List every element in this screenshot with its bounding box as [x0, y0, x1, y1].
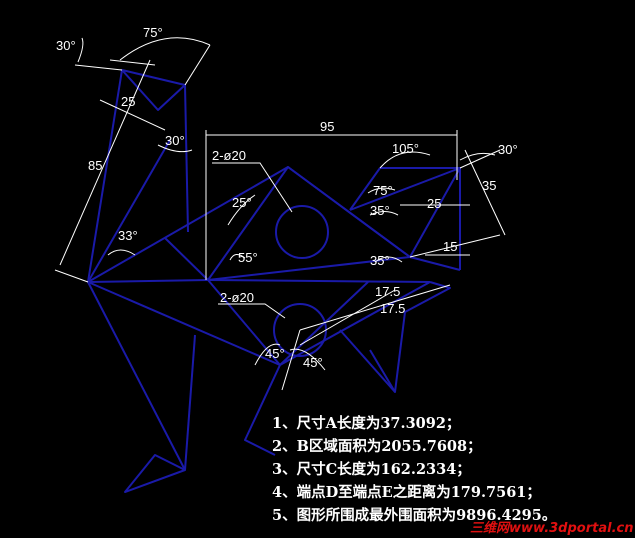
- dim-30-right: 30°: [498, 142, 518, 157]
- dim-45-mid: [281, 329, 301, 391]
- dim-75-ext: [184, 44, 211, 86]
- central-triangle: [207, 166, 411, 281]
- dim-55-arc: [229, 254, 246, 261]
- dim-dia-low: 2-ø20: [220, 290, 254, 305]
- dim-45-left: 45°: [265, 346, 285, 361]
- dim-30-right-ext: [459, 149, 501, 169]
- tail-right-2: [339, 329, 396, 393]
- dim-30-top-ext: [74, 64, 123, 71]
- dim-30-neck: 30°: [165, 133, 185, 148]
- dim-55: 55°: [238, 250, 258, 265]
- dim-35: 35: [482, 178, 496, 193]
- watermark-text: 三维网www.3dportal.cn: [470, 520, 633, 536]
- leg-right: [244, 364, 281, 456]
- dim-45-arc-right: [289, 348, 326, 371]
- dim-105: 105°: [392, 141, 419, 156]
- neck-outline: [87, 69, 189, 283]
- dim-25-inner: 25°: [232, 195, 252, 210]
- dim-dia-top-leader: [212, 162, 293, 213]
- diag-2: [87, 279, 209, 283]
- dim-17-5-b: 17.5: [380, 301, 405, 316]
- dim-85: 85: [88, 158, 102, 173]
- dim-25-right: 25: [427, 196, 441, 211]
- dim-75-top: 75°: [143, 25, 163, 40]
- dim-dia-low-leader: [218, 303, 286, 319]
- leg-left-2: [184, 334, 196, 471]
- right-wing-lower: [409, 256, 461, 271]
- dim-25-neck: 25: [121, 94, 135, 109]
- dimension-labels: 30° 75° 25 85 30° 95 2-ø20 105° 30° 35 7…: [56, 25, 518, 370]
- dim-17-5-diag2: [299, 289, 396, 346]
- dim-75-arc: [119, 37, 211, 61]
- dim-95: 95: [320, 119, 334, 134]
- dim-75-mid-arc: [367, 187, 396, 194]
- dim-35-mid-arc: [369, 211, 399, 216]
- dim-45-right: 45°: [303, 355, 323, 370]
- dim-35-ext: [409, 234, 501, 258]
- dim-75-mid: 75°: [373, 183, 393, 198]
- dim-45-arc-left: [254, 343, 281, 366]
- dim-25-inner-arc: [227, 194, 256, 226]
- tail-right: [369, 281, 451, 393]
- dim-35-line: [464, 149, 506, 236]
- note-4: 4、端点D至端点E之距离为179.7561；: [272, 483, 541, 501]
- leg-left: [87, 281, 186, 493]
- right-wing-top: [349, 167, 381, 211]
- dim-35-mid: 35°: [370, 203, 390, 218]
- figure-geometry: [87, 69, 461, 493]
- dim-dia-top: 2-ø20: [212, 148, 246, 163]
- dim-30-top: 30°: [56, 38, 76, 53]
- dim-105-arc: [379, 151, 431, 169]
- dim-15: 15: [443, 239, 457, 254]
- dim-33-arc: [107, 249, 136, 256]
- dimension-lines: [54, 37, 506, 391]
- dim-35-low-arc: [374, 256, 403, 263]
- dim-35-low: 35°: [370, 253, 390, 268]
- neck-inner-line: [87, 139, 171, 283]
- dim-25-line: [99, 99, 166, 131]
- note-2: 2、B区域面积为2055.7608；: [272, 437, 482, 455]
- upper-hole: [275, 205, 329, 259]
- dim-85-line: [59, 59, 151, 266]
- dim-17-5-diag: [299, 284, 451, 331]
- lower-base: [207, 279, 431, 283]
- note-3: 3、尺寸C长度为162.2334；: [272, 460, 471, 478]
- dim-17-5-a: 17.5: [375, 284, 400, 299]
- dim-85-ext-2: [109, 59, 156, 66]
- note-1: 1、尺寸A长度为37.3092；: [272, 414, 460, 432]
- head-wedge: [121, 69, 186, 111]
- dim-85-ext-1: [54, 269, 89, 283]
- diag-1: [164, 237, 209, 281]
- dim-30-right-arc: [459, 152, 496, 161]
- dim-30-top-arc: [77, 37, 84, 63]
- dim-33: 33°: [118, 228, 138, 243]
- note-5: 5、图形所围成最外围面积为9896.4295。: [272, 506, 556, 524]
- dim-30-neck-arc: [157, 144, 193, 153]
- notes-block: 1、尺寸A长度为37.3092； 2、B区域面积为2055.7608； 3、尺寸…: [272, 414, 556, 524]
